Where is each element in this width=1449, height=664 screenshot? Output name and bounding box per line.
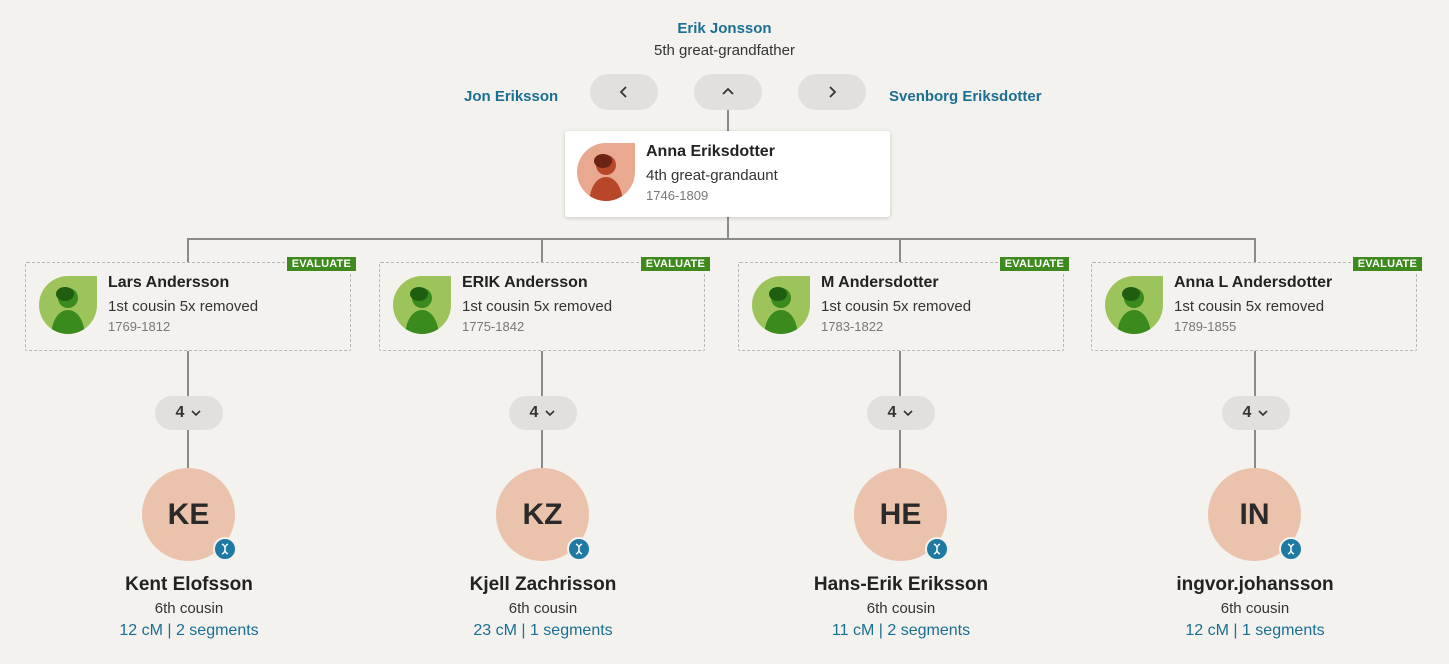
chevron-down-icon [545, 410, 556, 417]
match-avatar[interactable]: KZ [496, 468, 591, 561]
connector-line [1254, 238, 1256, 262]
match-initials: IN [1239, 497, 1270, 531]
female-avatar-icon [393, 276, 451, 334]
match-name-link[interactable]: Kjell Zachrisson [469, 574, 617, 595]
child-relation: 1st cousin 5x removed [108, 298, 259, 315]
match-name-link[interactable]: Kent Elofsson [125, 574, 253, 595]
connector-line [899, 238, 901, 262]
connector-line [727, 110, 729, 131]
chevron-down-icon [191, 410, 202, 417]
child-dates: 1783-1822 [821, 319, 884, 334]
shared-dna-link[interactable]: 23 cM | 1 segments [473, 622, 613, 639]
match-initials: KZ [522, 497, 563, 531]
evaluate-badge[interactable]: EVALUATE [638, 255, 712, 273]
child-dates: 1789-1855 [1174, 319, 1237, 334]
child-card[interactable]: EVALUATE ERIK Andersson 1st cousin 5x re… [379, 255, 712, 351]
focus-person-dates: 1746-1809 [646, 188, 709, 203]
child-relation: 1st cousin 5x removed [462, 298, 613, 315]
match-relation: 6th cousin [866, 600, 936, 617]
descendant-count: 4 [1242, 404, 1252, 421]
child-name: ERIK Andersson [462, 274, 588, 291]
match-name-link[interactable]: ingvor.johansson [1176, 574, 1334, 595]
evaluate-badge[interactable]: EVALUATE [284, 255, 358, 273]
child-card[interactable]: EVALUATE M Andersdotter 1st cousin 5x re… [738, 255, 1071, 351]
nav-up-button[interactable] [694, 74, 762, 110]
connector-line [187, 238, 1256, 240]
female-avatar-icon [39, 276, 97, 334]
shared-dna-link[interactable]: 12 cM | 2 segments [119, 622, 259, 639]
descendant-count: 4 [175, 404, 185, 421]
match-avatar[interactable]: IN [1208, 468, 1303, 561]
descendant-count-toggle[interactable]: 4 [1222, 396, 1290, 430]
female-avatar-icon [1105, 276, 1163, 334]
chevron-left-icon [619, 86, 627, 98]
chevron-down-icon [903, 410, 914, 417]
connector-line [541, 238, 543, 262]
child-name: Lars Andersson [108, 274, 230, 291]
match-relation: 6th cousin [1220, 600, 1290, 617]
descendant-count-toggle[interactable]: 4 [155, 396, 223, 430]
child-relation: 1st cousin 5x removed [821, 298, 972, 315]
evaluate-badge[interactable]: EVALUATE [997, 255, 1071, 273]
chevron-right-icon [829, 86, 837, 98]
child-dates: 1775-1842 [462, 319, 525, 334]
nav-left-button[interactable] [590, 74, 658, 110]
descendant-count-toggle[interactable]: 4 [509, 396, 577, 430]
descendant-count-toggle[interactable]: 4 [867, 396, 935, 430]
match-relation: 6th cousin [154, 600, 224, 617]
focus-person-card[interactable]: Anna Eriksdotter 4th great-grandaunt 174… [565, 131, 890, 217]
child-dates: 1769-1812 [108, 319, 171, 334]
match-avatar[interactable]: HE [854, 468, 949, 561]
evaluate-badge[interactable]: EVALUATE [1350, 255, 1424, 273]
child-card[interactable]: EVALUATE Lars Andersson 1st cousin 5x re… [25, 255, 358, 351]
nav-right-button[interactable] [798, 74, 866, 110]
ancestor-relation: 5th great-grandfather [654, 42, 795, 59]
chevron-up-icon [722, 87, 734, 95]
shared-dna-link[interactable]: 12 cM | 1 segments [1185, 622, 1325, 639]
shared-dna-link[interactable]: 11 cM | 2 segments [831, 622, 971, 639]
match-relation: 6th cousin [508, 600, 578, 617]
descendant-count: 4 [529, 404, 539, 421]
match-avatar[interactable]: KE [142, 468, 237, 561]
ancestor-name-link[interactable]: Erik Jonsson [677, 20, 772, 37]
child-relation: 1st cousin 5x removed [1174, 298, 1325, 315]
child-card[interactable]: EVALUATE Anna L Andersdotter 1st cousin … [1091, 255, 1424, 351]
descendant-count: 4 [887, 404, 897, 421]
match-initials: KE [167, 497, 210, 531]
child-name: M Andersdotter [821, 274, 939, 291]
focus-person-name: Anna Eriksdotter [646, 143, 775, 160]
connector-line [727, 217, 729, 238]
female-avatar-icon [577, 143, 635, 201]
nav-right-person-link[interactable]: Svenborg Eriksdotter [889, 88, 1042, 105]
dna-icon [925, 537, 949, 561]
focus-person-relation: 4th great-grandaunt [646, 167, 778, 184]
dna-icon [1279, 537, 1303, 561]
female-avatar-icon [752, 276, 810, 334]
match-initials: HE [879, 497, 922, 531]
dna-icon [213, 537, 237, 561]
nav-left-person-link[interactable]: Jon Eriksson [464, 88, 559, 105]
child-name: Anna L Andersdotter [1174, 274, 1333, 291]
dna-icon [567, 537, 591, 561]
chevron-down-icon [1258, 410, 1269, 417]
connector-line [187, 238, 189, 262]
match-name-link[interactable]: Hans-Erik Eriksson [813, 574, 989, 595]
